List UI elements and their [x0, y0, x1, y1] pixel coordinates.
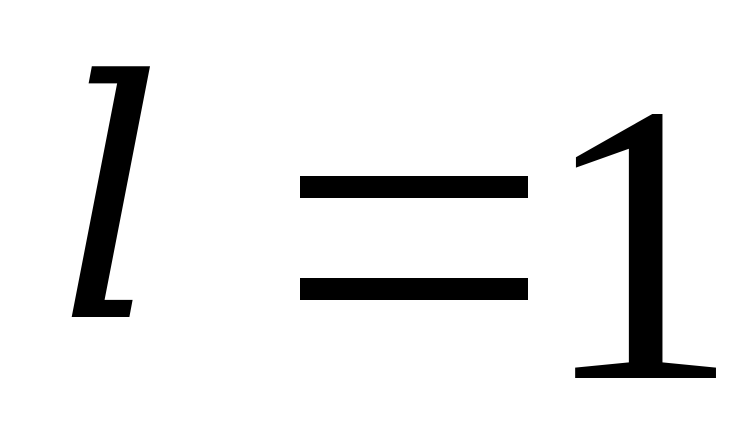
equals-top-bar: [300, 176, 528, 198]
equals-sign: =: [300, 176, 528, 300]
equals-bottom-bar: [300, 278, 528, 300]
variable-l: l: [58, 11, 164, 395]
value-one: 1: [540, 22, 736, 448]
